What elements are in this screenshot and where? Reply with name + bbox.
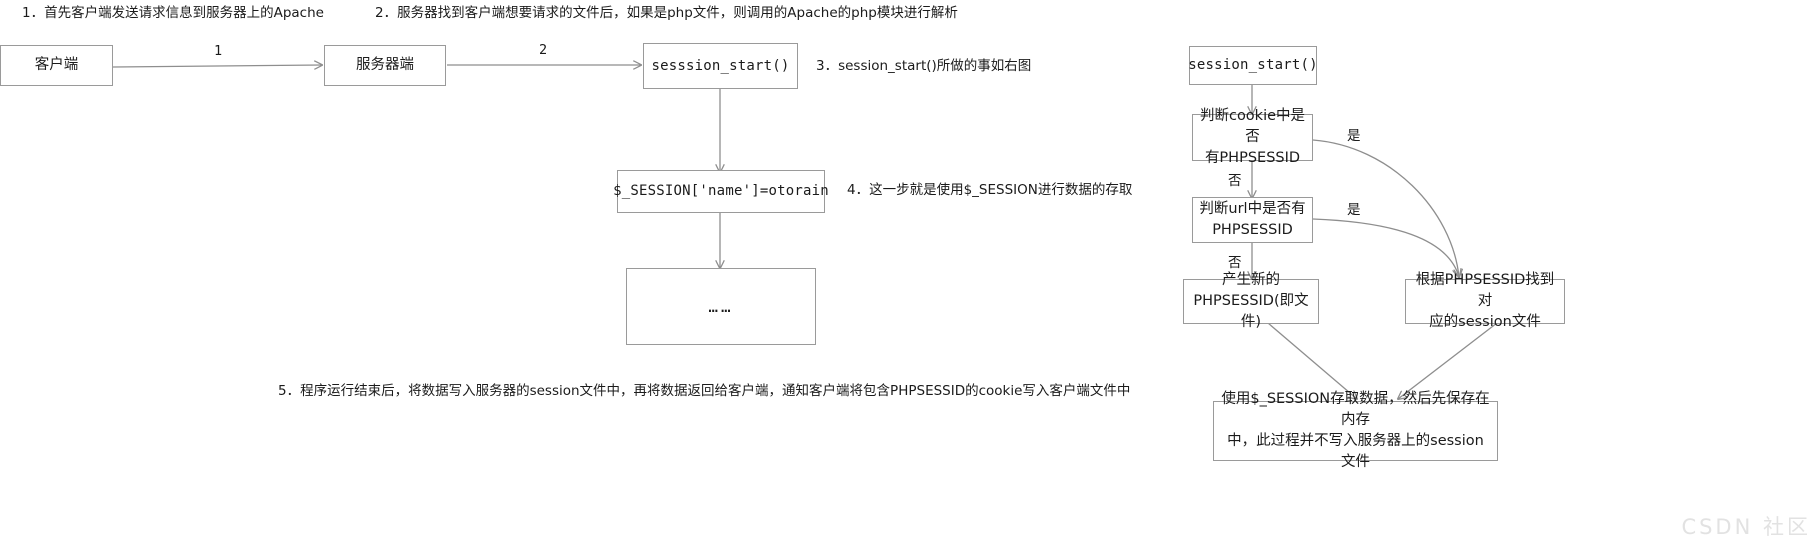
edge-label-1: 1 bbox=[214, 43, 222, 59]
node-find-session-file: 根据PHPSESSID找到对 应的session文件 bbox=[1405, 272, 1565, 330]
edge-newsessid-to-usesession bbox=[1267, 322, 1357, 399]
note-step-3-text: 3．session_start()所做的事如右图 bbox=[816, 58, 1032, 74]
note-step-1-text: 1．首先客户端发送请求信息到服务器上的Apache bbox=[22, 5, 324, 21]
edge-url-yes-to-findfile bbox=[1312, 218, 1459, 277]
node-session-assign-label: $_SESSION['name']=otorain bbox=[613, 183, 829, 200]
edge-label-2-text: 2 bbox=[539, 42, 548, 58]
node-use-session: 使用$_SESSION存取数据，然后先保存在内存 中，此过程并不写入服务器上的s… bbox=[1213, 391, 1498, 470]
node-session-start: sesssion_start() bbox=[643, 43, 798, 89]
node-check-url: 判断url中是否有 PHPSESSID bbox=[1192, 197, 1313, 243]
node-check-url-label: 判断url中是否有 PHPSESSID bbox=[1199, 200, 1306, 238]
node-find-session-file-label: 根据PHPSESSID找到对 应的session文件 bbox=[1415, 271, 1555, 331]
note-step-5: 5．程序运行结束后，将数据写入服务器的session文件中，再将数据返回给客户端… bbox=[278, 382, 1130, 401]
node-use-session-label: 使用$_SESSION存取数据，然后先保存在内存 中，此过程并不写入服务器上的s… bbox=[1221, 390, 1490, 471]
edge-findfile-to-usesession bbox=[1398, 322, 1498, 399]
note-step-5-text: 5．程序运行结束后，将数据写入服务器的session文件中，再将数据返回给客户端… bbox=[278, 383, 1131, 399]
node-ellipsis-label: …… bbox=[708, 296, 734, 316]
node-client: 客户端 bbox=[0, 45, 113, 86]
node-session-start-label: sesssion_start() bbox=[651, 57, 790, 74]
note-step-3: 3．session_start()所做的事如右图 bbox=[816, 57, 1031, 76]
edge-label-cookie-no: 否 bbox=[1228, 169, 1242, 189]
watermark-text: CSDN 社区 bbox=[1681, 515, 1811, 539]
watermark: CSDN 社区 bbox=[1681, 511, 1811, 541]
edge-label-cookie-yes: 是 bbox=[1347, 124, 1361, 144]
edge-label-url-yes-text: 是 bbox=[1347, 202, 1361, 218]
edge-client-to-server bbox=[112, 65, 322, 67]
node-client-label: 客户端 bbox=[34, 56, 79, 73]
node-session-assign: $_SESSION['name']=otorain bbox=[613, 170, 829, 213]
note-step-2-text: 2．服务器找到客户端想要请求的文件后，如果是php文件，则调用的Apache的p… bbox=[375, 5, 958, 21]
edge-label-2: 2 bbox=[539, 42, 547, 58]
edge-label-cookie-no-text: 否 bbox=[1228, 173, 1242, 189]
node-new-sessid-label: 产生新的 PHPSESSID(即文件) bbox=[1193, 271, 1309, 331]
edge-label-cookie-yes-text: 是 bbox=[1347, 128, 1361, 144]
node-check-cookie: 判断cookie中是否 有PHPSESSID bbox=[1192, 108, 1313, 166]
node-ellipsis: …… bbox=[626, 268, 816, 345]
node-right-session-start: session_start() bbox=[1188, 46, 1318, 85]
note-step-4: 4．这一步就是使用$_SESSION进行数据的存取 bbox=[847, 181, 1132, 200]
node-right-session-start-label: session_start() bbox=[1188, 57, 1318, 74]
edge-label-url-no-text: 否 bbox=[1228, 255, 1242, 271]
edge-label-url-no: 否 bbox=[1228, 251, 1242, 271]
node-new-sessid: 产生新的 PHPSESSID(即文件) bbox=[1183, 272, 1319, 330]
node-server-label: 服务器端 bbox=[356, 56, 414, 73]
node-server: 服务器端 bbox=[324, 45, 446, 86]
note-step-2: 2．服务器找到客户端想要请求的文件后，如果是php文件，则调用的Apache的p… bbox=[375, 4, 958, 23]
edge-label-url-yes: 是 bbox=[1347, 198, 1361, 218]
node-check-cookie-label: 判断cookie中是否 有PHPSESSID bbox=[1199, 107, 1306, 167]
edge-cookie-yes-to-findfile bbox=[1312, 139, 1459, 277]
note-step-1: 1．首先客户端发送请求信息到服务器上的Apache bbox=[22, 4, 324, 23]
note-step-4-text: 4．这一步就是使用$_SESSION进行数据的存取 bbox=[847, 182, 1133, 198]
edge-label-1-text: 1 bbox=[214, 43, 223, 59]
